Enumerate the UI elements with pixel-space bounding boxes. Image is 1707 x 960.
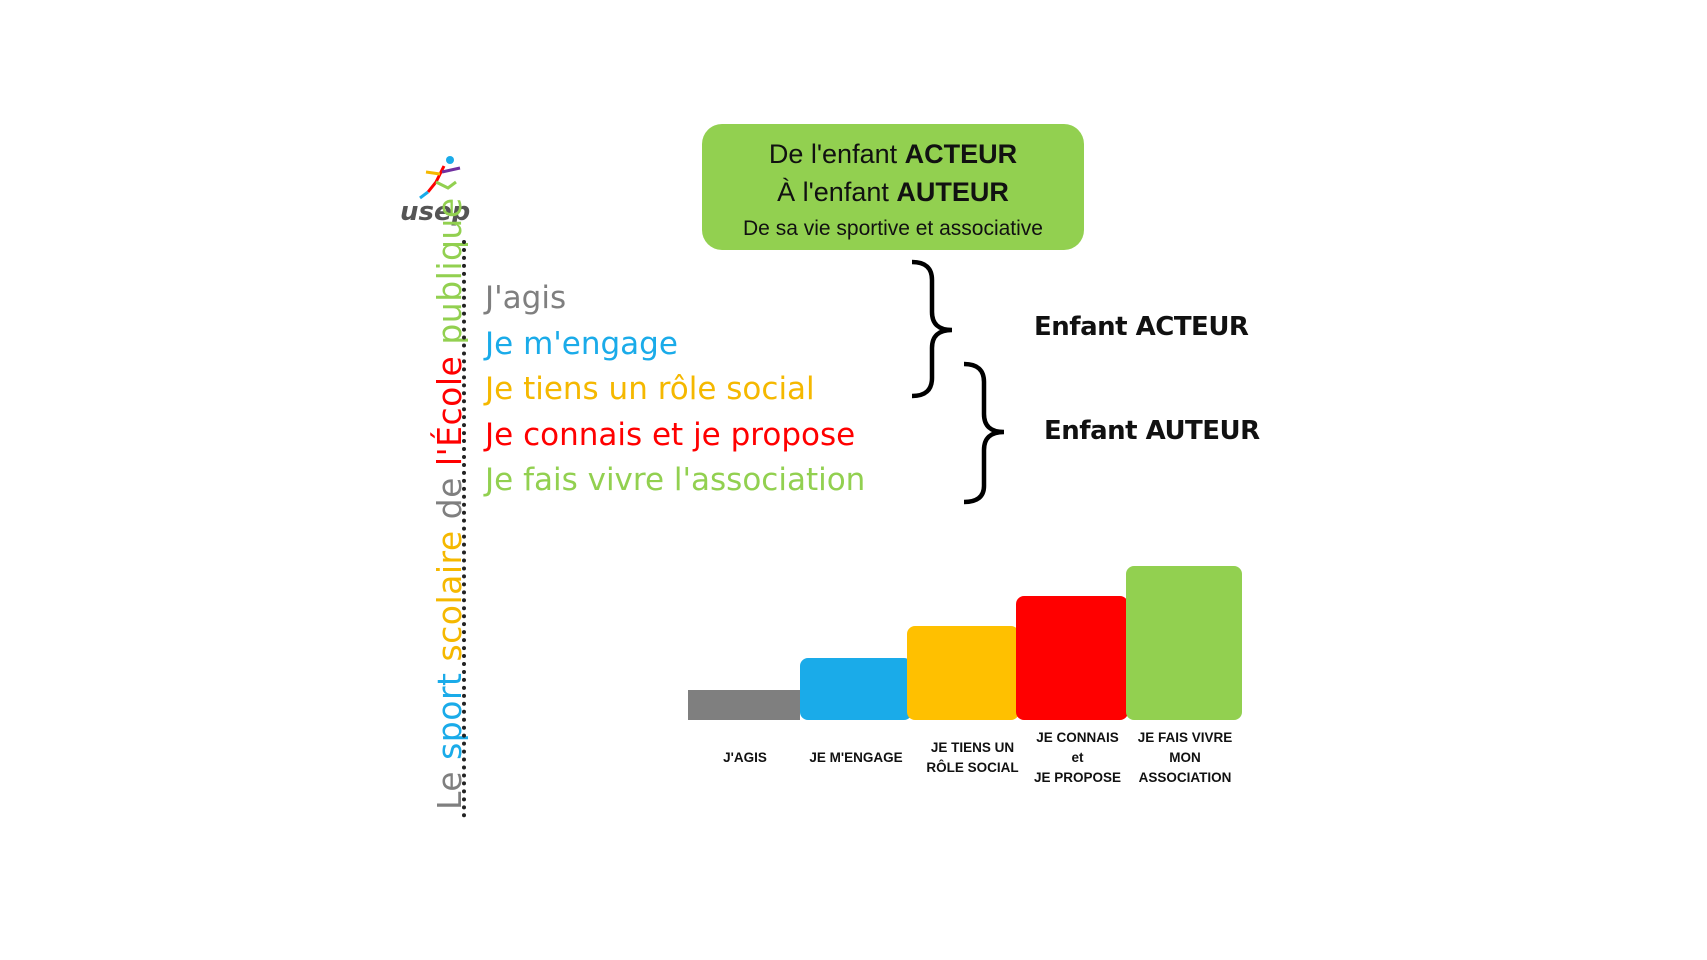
level-item: Je fais vivre l'association bbox=[485, 462, 866, 498]
stair-label-role-social: JE TIENS UN RÔLE SOCIAL bbox=[926, 740, 1019, 775]
usep-logo: usep bbox=[400, 156, 470, 227]
header-box: De l'enfant ACTEUR À l'enfant AUTEUR De … bbox=[702, 124, 1084, 250]
stair-bar-role-social bbox=[907, 626, 1019, 720]
stair-bar-engage bbox=[800, 658, 912, 720]
level-item: Je tiens un rôle social bbox=[485, 371, 815, 407]
braces bbox=[911, 259, 1005, 505]
label-enfant-acteur: Enfant ACTEUR bbox=[1034, 312, 1249, 342]
usep-logo-text: usep bbox=[400, 197, 470, 227]
brace-auteur bbox=[963, 361, 1005, 505]
level-item: J'agis bbox=[485, 280, 567, 316]
brace-acteur bbox=[911, 259, 953, 399]
header-subtitle: De sa vie sportive et associative bbox=[743, 217, 1043, 240]
stair-label-association: JE FAIS VIVRE MON ASSOCIATION bbox=[1137, 730, 1233, 785]
level-item: Je connais et je propose bbox=[485, 416, 856, 453]
stair-label-engage: JE M'ENGAGE bbox=[809, 750, 903, 765]
header-line-acteur: De l'enfant ACTEUR bbox=[768, 139, 1018, 169]
dotted-divider bbox=[462, 240, 466, 818]
stair-label-propose: JE CONNAIS et JE PROPOSE bbox=[1033, 730, 1122, 785]
stair-bar-association bbox=[1126, 566, 1242, 720]
runner-figure-icon bbox=[419, 156, 461, 200]
stair-bar-agis bbox=[688, 690, 800, 720]
stair-label-agis: J'AGIS bbox=[723, 750, 767, 765]
levels-list: J'agis Je m'engage Je tiens un rôle soci… bbox=[485, 276, 865, 504]
level-item: Je m'engage bbox=[485, 325, 678, 362]
header-line-auteur: À l'enfant AUTEUR bbox=[777, 177, 1009, 207]
label-enfant-auteur: Enfant AUTEUR bbox=[1044, 416, 1260, 446]
stair-bar-propose bbox=[1016, 596, 1128, 720]
